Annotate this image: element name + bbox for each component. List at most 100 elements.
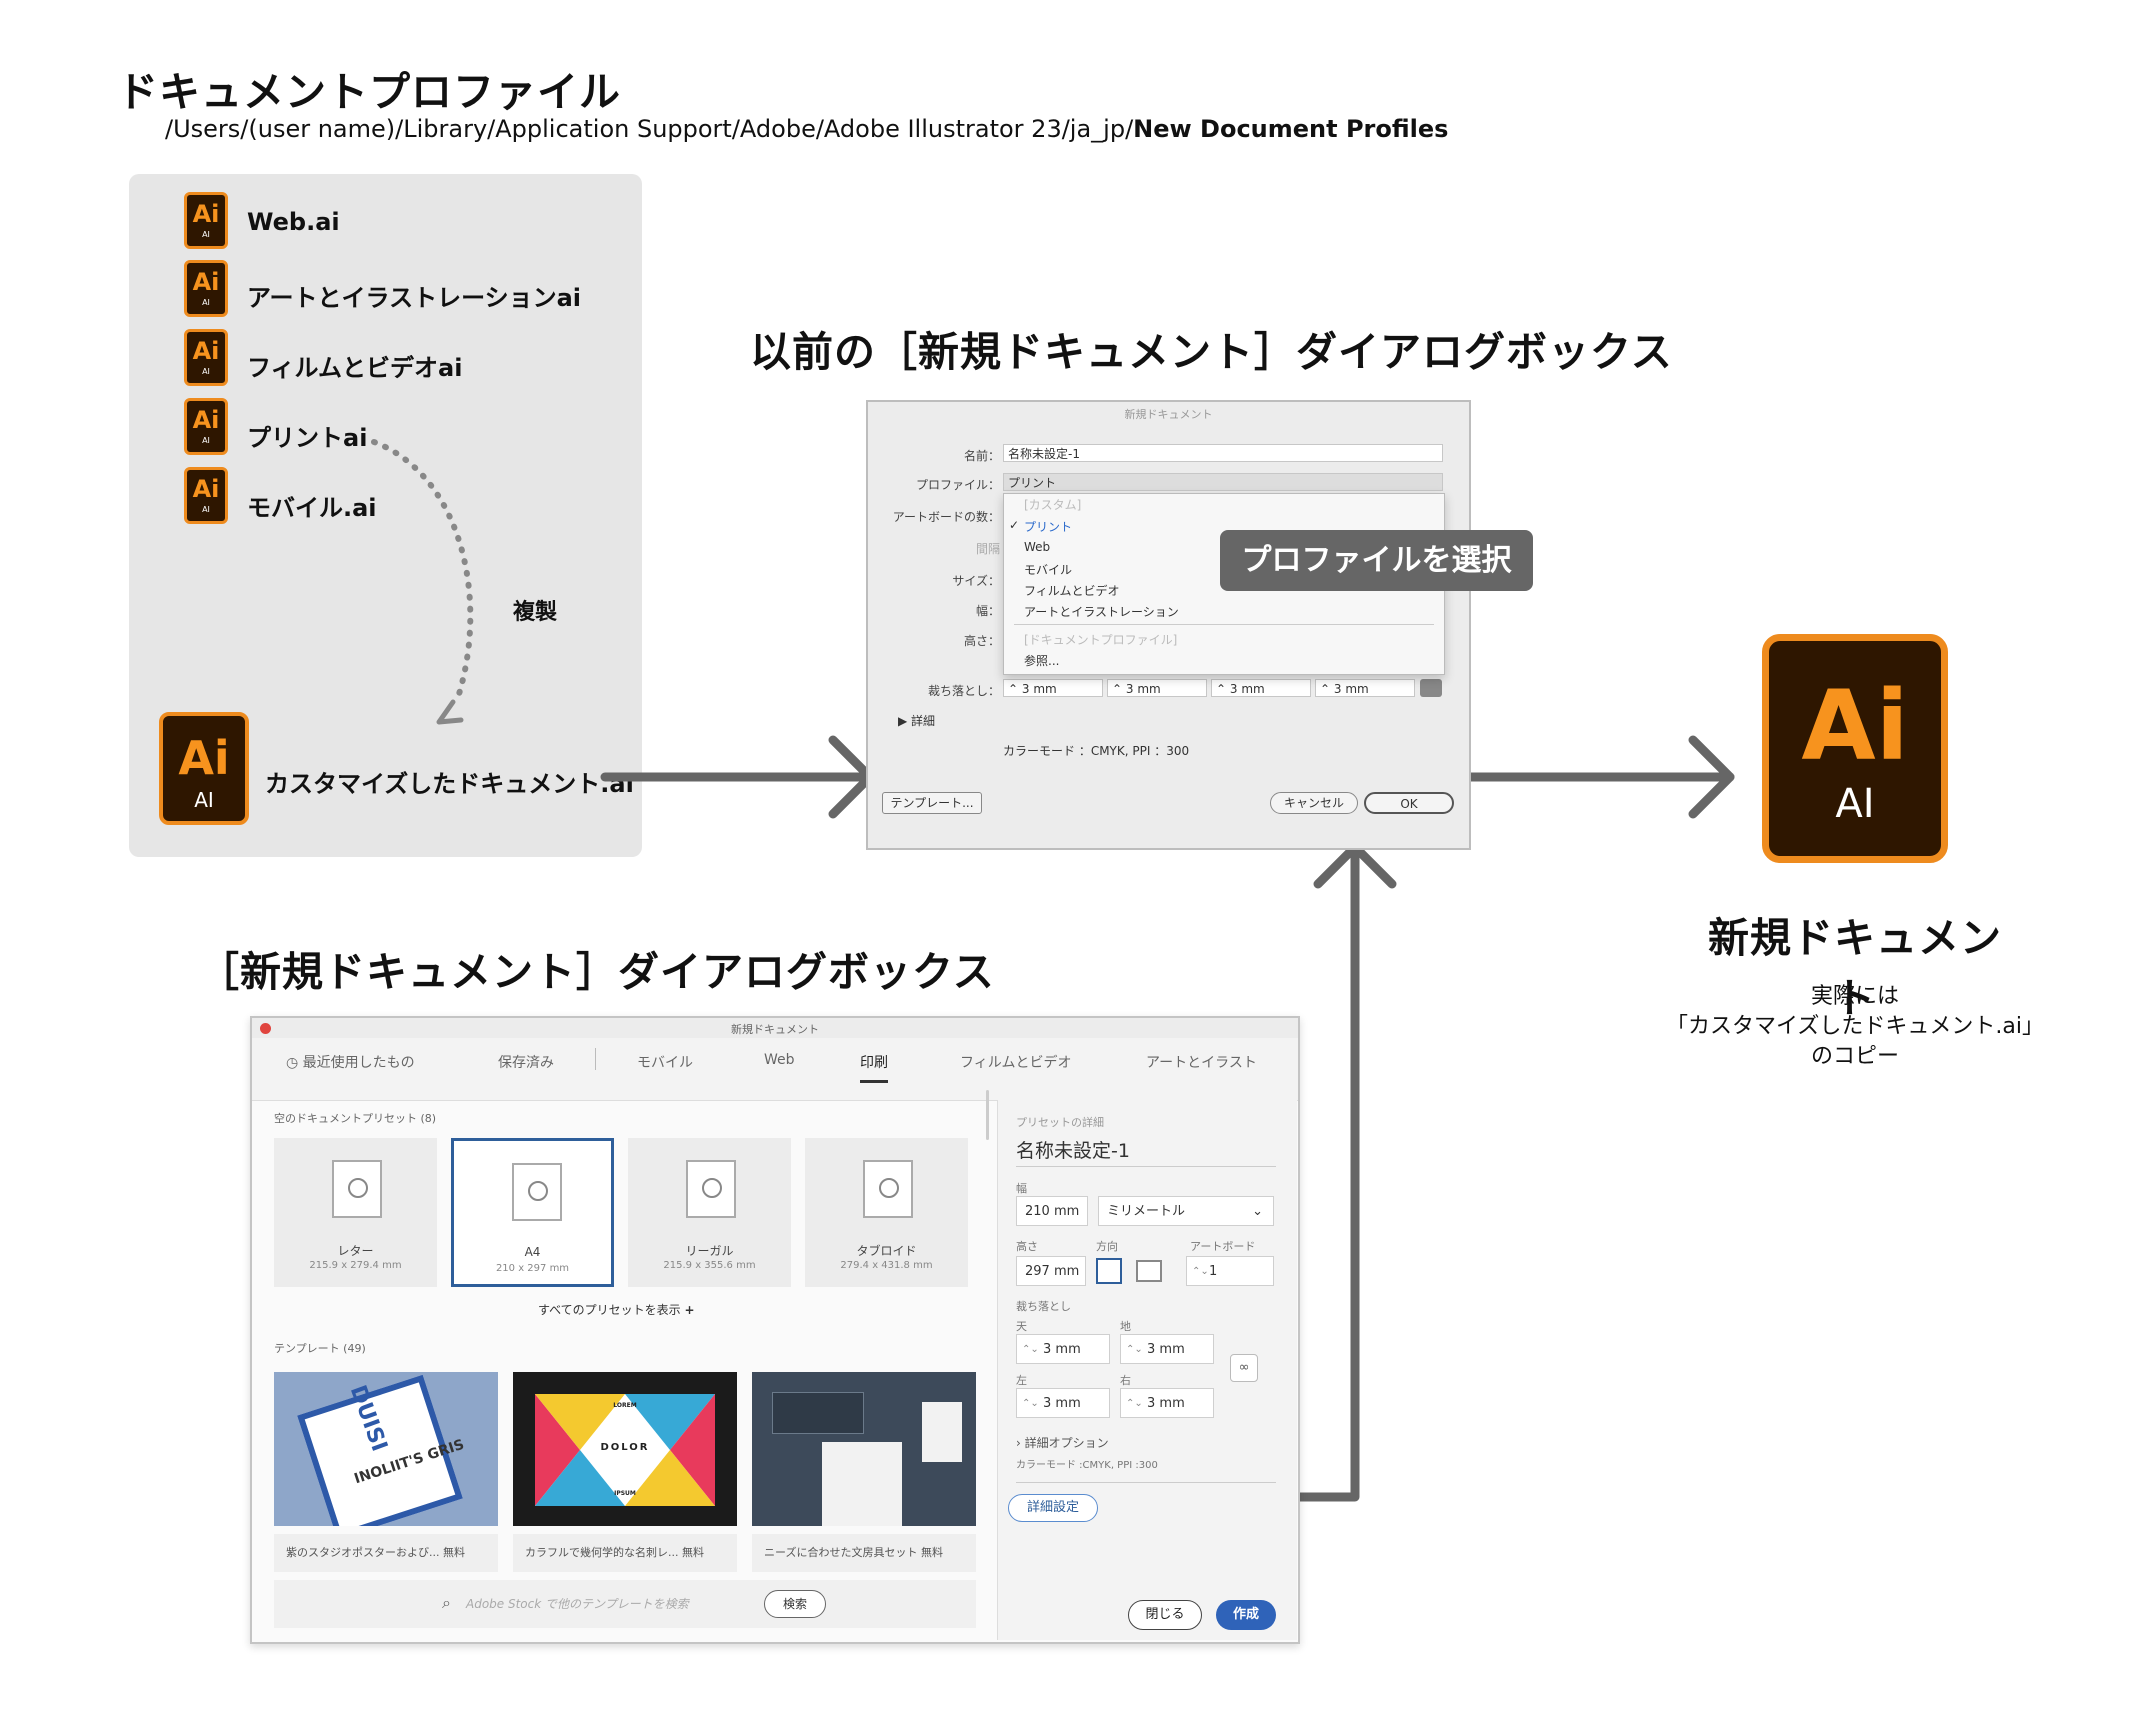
tab-mobile[interactable]: モバイル [637,1055,693,1071]
bleed-left-field[interactable]: ⌃ 3 mm [1211,679,1311,697]
custom-document-label[interactable]: カスタマイズしたドキュメント.ai [265,770,634,798]
create-button[interactable]: 作成 [1216,1600,1276,1630]
width-field[interactable]: 210 mm [1016,1196,1088,1226]
close-button[interactable]: 閉じる [1128,1600,1202,1630]
templates-button[interactable]: テンプレート... [882,792,982,814]
card-text: IPSUM [614,1490,636,1497]
height-label: 高さ [1016,1240,1038,1253]
units-select[interactable]: ミリメートル⌄ [1098,1196,1274,1226]
tab-film-video[interactable]: フィルムとビデオ [960,1055,1072,1071]
bleed-left-field[interactable]: ⌃⌄3 mm [1016,1388,1110,1418]
bleed-bottom-field[interactable]: ⌃⌄3 mm [1120,1334,1214,1364]
note-line: 実際には [1810,984,1899,1009]
tab-web[interactable]: Web [764,1052,795,1068]
clock-icon: ◷ [286,1055,299,1071]
top-label: 天 [1016,1320,1027,1333]
height-field[interactable]: 297 mm [1016,1256,1086,1286]
ok-button[interactable]: OK [1364,792,1454,814]
tab-recent[interactable]: ◷ 最近使用したもの [286,1055,415,1071]
name-label: 名前： [963,449,1000,463]
color-mode-text: カラーモード ：CMYK, PPI ：300 [1003,744,1190,758]
menu-item-browse[interactable]: 参照... [1024,654,1060,668]
bleed-right-field[interactable]: ⌃ 3 mm [1315,679,1415,697]
presets-heading: 空のドキュメントプリセット (8) [274,1112,437,1125]
cancel-button[interactable]: キャンセル [1270,792,1358,814]
profile-art-illustration[interactable]: アートとイラストレーションai [247,284,582,312]
profile-path: /Users/(user name)/Library/Application S… [165,115,1448,143]
letterhead [822,1442,902,1526]
tab-saved[interactable]: 保存済み [498,1055,554,1071]
result-title: 新規ドキュメント [1708,914,2002,1022]
menu-item-print[interactable]: プリント [1024,520,1073,534]
advanced-options-toggle[interactable]: › 詳細オプション [1016,1436,1109,1450]
result-note: 実際には 「カスタマイズしたドキュメント.ai」 のコピー [1655,982,2055,1072]
close-window-icon[interactable] [260,1023,271,1034]
bleed-top-field[interactable]: ⌃⌄3 mm [1016,1334,1110,1364]
tab-divider [595,1048,596,1070]
search-icon: ⌕ [442,1593,451,1612]
note-line: 「カスタマイズしたドキュメント.ai」 [1666,1014,2044,1039]
search-input[interactable]: Adobe Stock で他のテンプレートを検索 [466,1597,689,1611]
stepper-icon: ⌃⌄ [1192,1266,1209,1277]
stepper-icon: ⌃⌄ [1022,1344,1039,1355]
menu-item-art-illustration[interactable]: アートとイラストレーション [1024,605,1179,619]
template-thumb-business-card[interactable]: DOLOR LOREM IPSUM [513,1372,737,1526]
document-icon [332,1160,382,1218]
document-icon [863,1160,913,1218]
artboards-field[interactable]: ⌃⌄1 [1186,1256,1274,1286]
details-toggle[interactable]: ▶ 詳細 [898,714,936,728]
modern-heading: ［新規ドキュメント］ダイアログボックス [198,948,995,996]
new-document-ai-icon: Ai AI [1762,634,1948,863]
template-thumb-stationery[interactable] [752,1372,976,1526]
profile-print[interactable]: プリントai [247,424,368,452]
bleed-top-field[interactable]: ⌃ 3 mm [1003,679,1103,697]
menu-item-film-video[interactable]: フィルムとビデオ [1024,584,1120,598]
bleed-bottom-field[interactable]: ⌃ 3 mm [1107,679,1207,697]
menu-item-web[interactable]: Web [1024,540,1051,554]
card: DOLOR LOREM IPSUM [535,1394,715,1506]
divider [1016,1166,1276,1167]
copy-label: 複製 [513,600,558,625]
landscape-icon[interactable] [1136,1260,1162,1282]
plus-icon: + [684,1303,695,1317]
chevron-right-icon: › [1016,1436,1021,1450]
bleed-label: 裁ち落とし [1016,1300,1071,1313]
menu-item-custom: [カスタム] [1024,498,1082,512]
more-settings-button[interactable]: 詳細設定 [1008,1494,1098,1522]
menu-item-mobile[interactable]: モバイル [1024,563,1073,577]
select-profile-callout: プロファイルを選択 [1220,530,1533,591]
copy-arrow [371,439,474,725]
link-icon[interactable] [1420,679,1442,697]
template-thumb-poster[interactable]: DUISI INOLIIT'S GRIS [274,1372,498,1526]
page-title: ドキュメントプロファイル [117,68,621,116]
scrollbar[interactable] [986,1090,989,1140]
search-button[interactable]: 検索 [764,1590,826,1618]
profile-select[interactable]: プリント [1003,473,1443,491]
portrait-icon[interactable] [1096,1258,1122,1284]
spacing-label: 間隔 [975,542,1000,556]
profile-web[interactable]: Web.ai [247,208,340,236]
document-name-field[interactable]: 名称未設定-1 [1016,1140,1130,1162]
show-all-presets-link[interactable]: すべてのプリセットを表示 + [538,1303,695,1317]
width-label: 幅： [975,604,1000,618]
bottom-label: 地 [1120,1320,1131,1333]
profile-film-video[interactable]: フィルムとビデオai [247,354,463,382]
link-icon[interactable]: ∞ [1230,1354,1258,1382]
bleed-right-field[interactable]: ⌃⌄3 mm [1120,1388,1214,1418]
geometric-pattern [535,1394,715,1506]
tab-print[interactable]: 印刷 [860,1052,888,1083]
template-caption: カラフルで幾何学的な名刺レ... 無料 [513,1534,737,1572]
height-label: 高さ： [963,634,1000,648]
profile-mobile[interactable]: モバイル.ai [247,494,377,522]
tab-art-illustration[interactable]: アートとイラスト [1146,1055,1257,1071]
legacy-heading: 以前の［新規ドキュメント］ダイアログボックス [750,328,1673,376]
card-text: DOLOR [600,1442,650,1453]
dialog-title: 新規ドキュメント [731,1023,819,1036]
name-field[interactable]: 名称未設定-1 [1003,444,1443,462]
